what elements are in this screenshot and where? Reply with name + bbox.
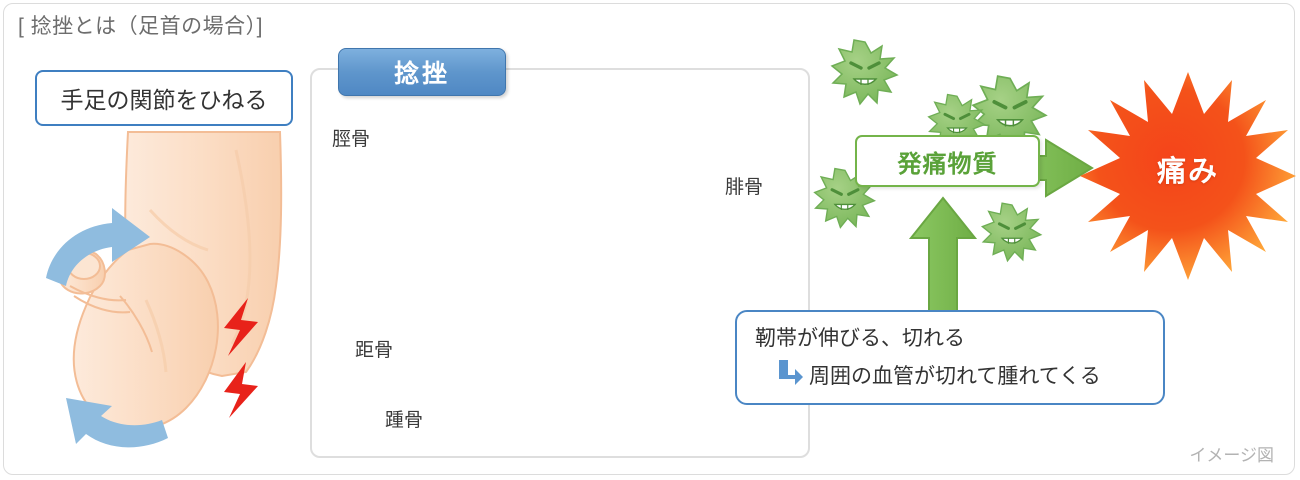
lightning-bolt-icon (224, 298, 258, 418)
arrow-turn-down-right-icon (779, 360, 803, 385)
pain-substance-label: 発痛物質 (897, 150, 998, 178)
label-tibia: 脛骨 (332, 129, 371, 150)
injury-callout: 靭帯が伸びる、切れる 周囲の血管が切れて腫れてくる (735, 310, 1165, 405)
twist-joint-box: 手足の関節をひねる (35, 70, 293, 126)
sprain-badge-label: 捻挫 (393, 60, 450, 88)
label-calcaneus: 踵骨 (385, 410, 424, 431)
pain-substance-box: 発痛物質 (855, 135, 1040, 187)
anatomy-panel (310, 68, 810, 458)
curved-arrow-left-icon (66, 398, 168, 448)
label-fibula: 腓骨 (725, 177, 764, 198)
twist-joint-label: 手足の関節をひねる (60, 87, 268, 113)
pain-label: 痛み (1156, 156, 1219, 188)
callout-line-2: 周囲の血管が切れて腫れてくる (809, 365, 1101, 388)
page-title: [ 捻挫とは（足首の場合）] (18, 15, 264, 38)
callout-line-1: 靭帯が伸びる、切れる (755, 327, 965, 350)
label-talus: 距骨 (355, 340, 394, 361)
curved-arrow-right-icon (46, 208, 150, 286)
sprain-badge: 捻挫 (338, 48, 506, 96)
arrow-up-icon (908, 196, 978, 313)
pain-starburst-icon (1080, 72, 1296, 280)
image-caption: イメージ図 (1189, 446, 1274, 465)
